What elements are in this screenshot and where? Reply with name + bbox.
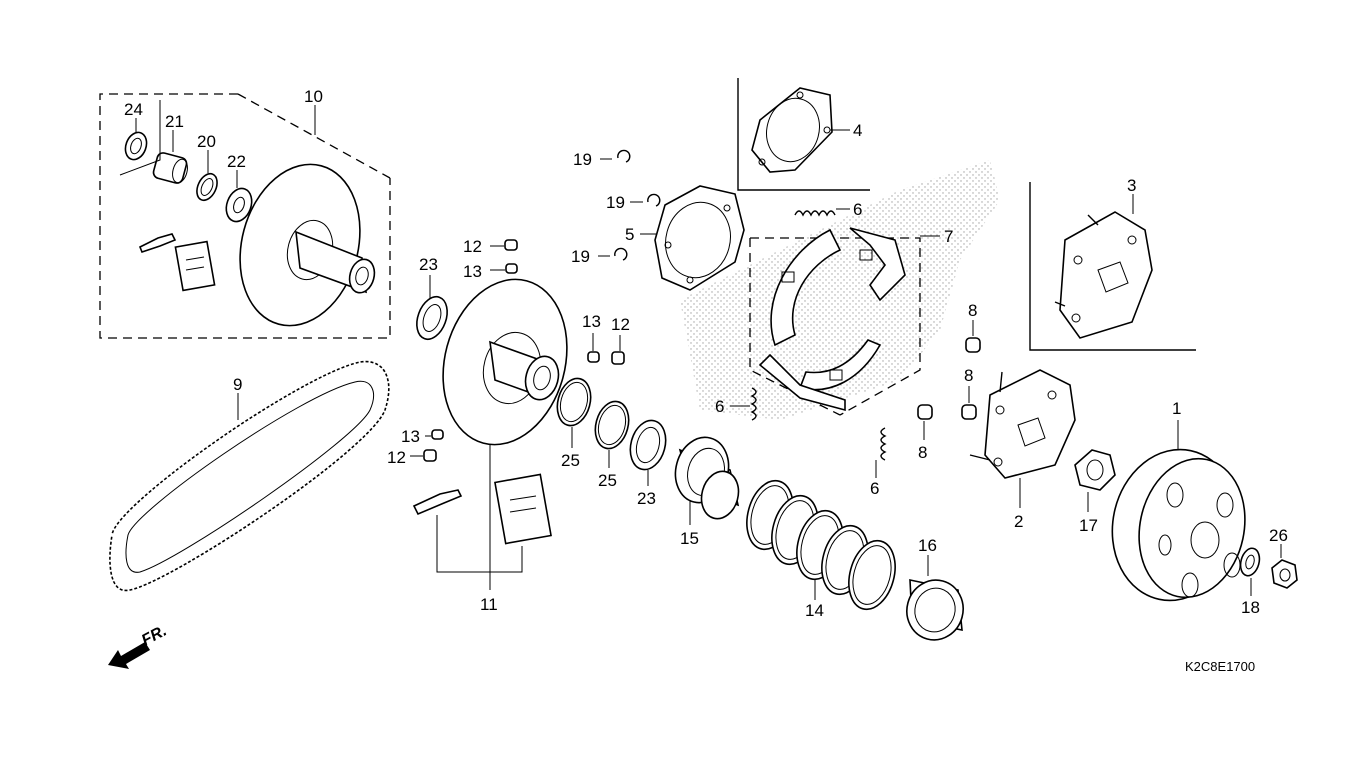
callout-8a: 8 (968, 301, 977, 320)
callout-6b: 6 (715, 397, 724, 416)
compression-spring (746, 479, 896, 611)
rings-and-collar (556, 377, 740, 525)
callout-13c: 13 (401, 427, 420, 446)
callout-20: 20 (197, 132, 216, 151)
clutch-drive-plate (969, 369, 1076, 508)
callout-12a: 12 (463, 237, 482, 256)
callout-18: 18 (1241, 598, 1260, 617)
callout-25b: 25 (598, 471, 617, 490)
spring-seat (906, 555, 964, 641)
callout-8b: 8 (964, 366, 973, 385)
callout-11: 11 (480, 595, 498, 614)
callout-26: 26 (1269, 526, 1288, 545)
callout-19c: 19 (571, 247, 590, 266)
callout-9: 9 (233, 375, 242, 394)
plate-box (737, 78, 870, 191)
callout-12c: 12 (387, 448, 406, 467)
callout-3: 3 (1127, 176, 1136, 195)
drive-belt (108, 360, 391, 592)
callout-6c: 6 (870, 479, 879, 498)
guide-plate (598, 149, 745, 291)
callout-4: 4 (853, 121, 862, 140)
front-arrow: FR. (108, 622, 170, 669)
callout-labels: 1 2 3 4 5 6 6 6 7 8 8 8 9 10 11 12 12 12… (124, 87, 1288, 620)
clutch-shoe-set (730, 208, 940, 478)
driven-face (410, 239, 625, 590)
callout-5: 5 (625, 225, 634, 244)
callout-13a: 13 (463, 262, 482, 281)
callout-10: 10 (304, 87, 323, 106)
callout-24: 24 (124, 100, 143, 119)
callout-8c: 8 (918, 443, 927, 462)
callout-19b: 19 (606, 193, 625, 212)
diagram-code: K2C8E1700 (1185, 659, 1255, 674)
callout-17: 17 (1079, 516, 1098, 535)
callout-6a: 6 (853, 200, 862, 219)
callout-25a: 25 (561, 451, 580, 470)
callout-19a: 19 (573, 150, 592, 169)
drive-plate-assembly-box (1029, 182, 1196, 351)
callout-1: 1 (1172, 399, 1181, 418)
callout-7: 7 (944, 227, 953, 246)
callout-12b: 12 (611, 315, 630, 334)
washer-and-nut (1239, 544, 1298, 596)
callout-21: 21 (165, 112, 184, 131)
clutch-outer (1111, 420, 1246, 602)
callout-23a: 23 (419, 255, 438, 274)
callout-13b: 13 (582, 312, 601, 331)
callout-14: 14 (805, 601, 824, 620)
damper-rubbers (917, 320, 981, 440)
drive-face-assembly (99, 93, 391, 339)
callout-16: 16 (918, 536, 937, 555)
callout-2: 2 (1014, 512, 1023, 531)
callout-15: 15 (680, 529, 699, 548)
clutch-nut (1074, 449, 1116, 512)
callout-23b: 23 (637, 489, 656, 508)
callout-22: 22 (227, 152, 246, 171)
